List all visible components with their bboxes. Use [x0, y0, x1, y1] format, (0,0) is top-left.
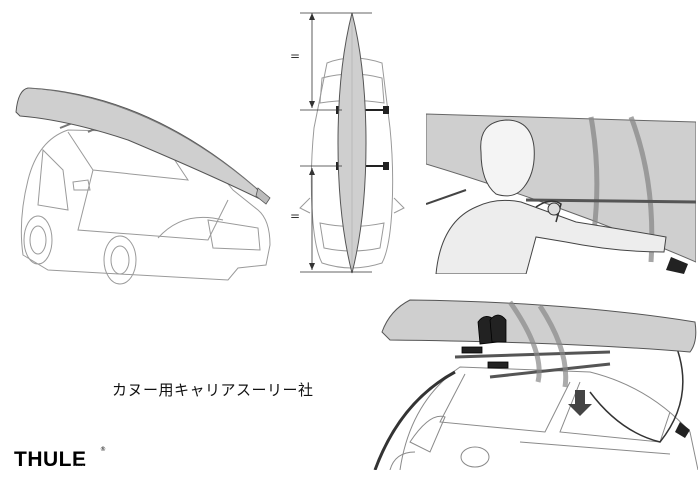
- top-spacing-label: =: [290, 49, 300, 63]
- top-view-diagram: = =: [290, 12, 405, 274]
- mounted-canoe-illustration: [373, 299, 698, 470]
- logo-registered-mark: ®: [100, 446, 106, 453]
- thule-logo: THULE ® SWEDEN: [14, 446, 106, 472]
- caption-text: カヌー用キャリアスーリー社: [112, 381, 314, 399]
- canoe-on-car-illustration: [15, 87, 271, 285]
- bottom-spacing-label: =: [290, 209, 300, 223]
- strapping-illustration: [426, 112, 696, 274]
- logo-brand: THULE: [14, 448, 87, 471]
- logo-subtext: SWEDEN: [74, 464, 95, 469]
